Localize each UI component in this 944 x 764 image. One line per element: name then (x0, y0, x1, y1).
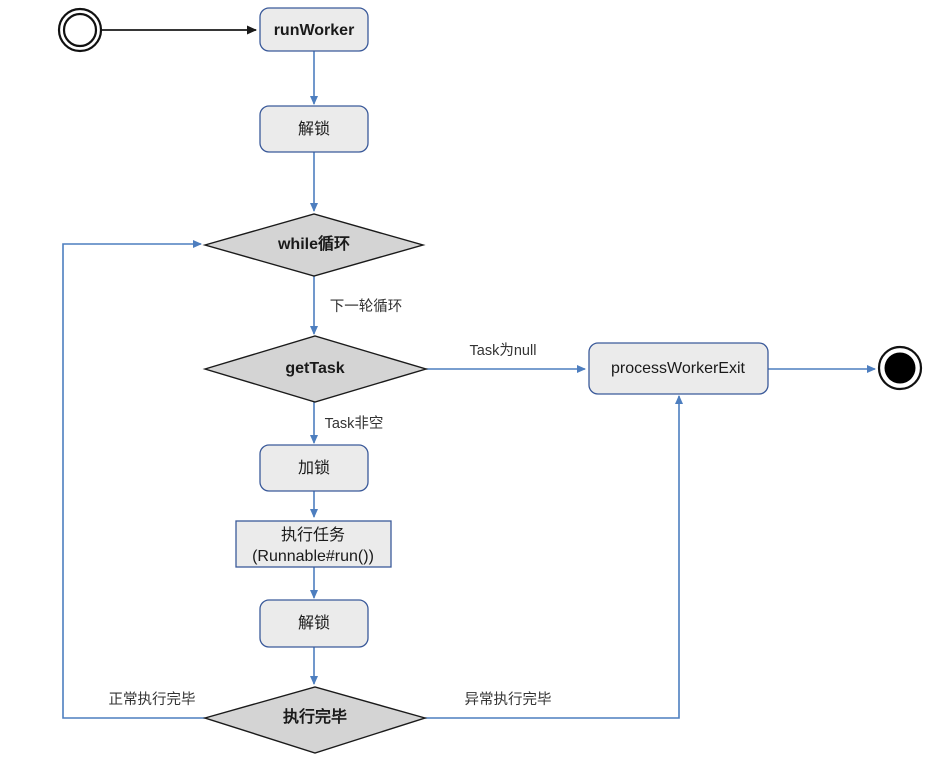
edge-label-next-loop: 下一轮循环 (330, 298, 403, 315)
node-run-task-label-line2: (Runnable#run()) (252, 548, 374, 565)
start-node[interactable] (57, 7, 103, 53)
edge-gettask-to-process-worker-exit: Task为null (426, 342, 586, 373)
edge-label-normal-finish: 正常执行完毕 (109, 691, 196, 708)
node-finished-label: 执行完毕 (283, 707, 347, 726)
edge-finished-to-while-loopback: 正常执行完毕 (62, 240, 205, 719)
node-get-task[interactable]: getTask (202, 335, 429, 403)
edge-label-task-null: Task为null (470, 342, 537, 359)
edge-finished-to-process-worker-exit: 异常执行完毕 (425, 395, 683, 719)
node-finished[interactable]: 执行完毕 (202, 686, 428, 754)
node-while-loop-label: while循环 (277, 234, 350, 253)
node-while-loop[interactable]: while循环 (202, 213, 426, 277)
node-layer: runWorker 解锁 while循环 getTask processWork… (57, 7, 923, 754)
end-node[interactable] (877, 345, 923, 391)
edge-layer: 下一轮循环 Task为null Task非空 正常执行完毕 (62, 25, 876, 719)
edge-gettask-to-lock: Task非空 (310, 402, 384, 444)
node-unlock-top-label: 解锁 (298, 120, 330, 138)
node-run-task-label-line1: 执行任务 (281, 526, 345, 544)
node-run-task[interactable]: 执行任务 (Runnable#run()) (235, 520, 392, 568)
node-unlock-top[interactable]: 解锁 (259, 105, 369, 153)
edge-label-exception-finish: 异常执行完毕 (465, 691, 552, 708)
edge-label-task-not-null: Task非空 (325, 415, 384, 432)
node-lock-label: 加锁 (298, 459, 330, 477)
node-unlock-bottom[interactable]: 解锁 (259, 599, 369, 648)
node-process-worker-exit[interactable]: processWorkerExit (588, 342, 769, 395)
edge-while-to-gettask: 下一轮循环 (310, 275, 403, 335)
node-get-task-label: getTask (285, 360, 344, 377)
node-unlock-bottom-label: 解锁 (298, 614, 330, 632)
node-run-worker-label: runWorker (274, 22, 355, 39)
node-lock[interactable]: 加锁 (259, 444, 369, 492)
node-process-worker-exit-label: processWorkerExit (611, 360, 746, 377)
node-run-worker[interactable]: runWorker (259, 7, 369, 52)
